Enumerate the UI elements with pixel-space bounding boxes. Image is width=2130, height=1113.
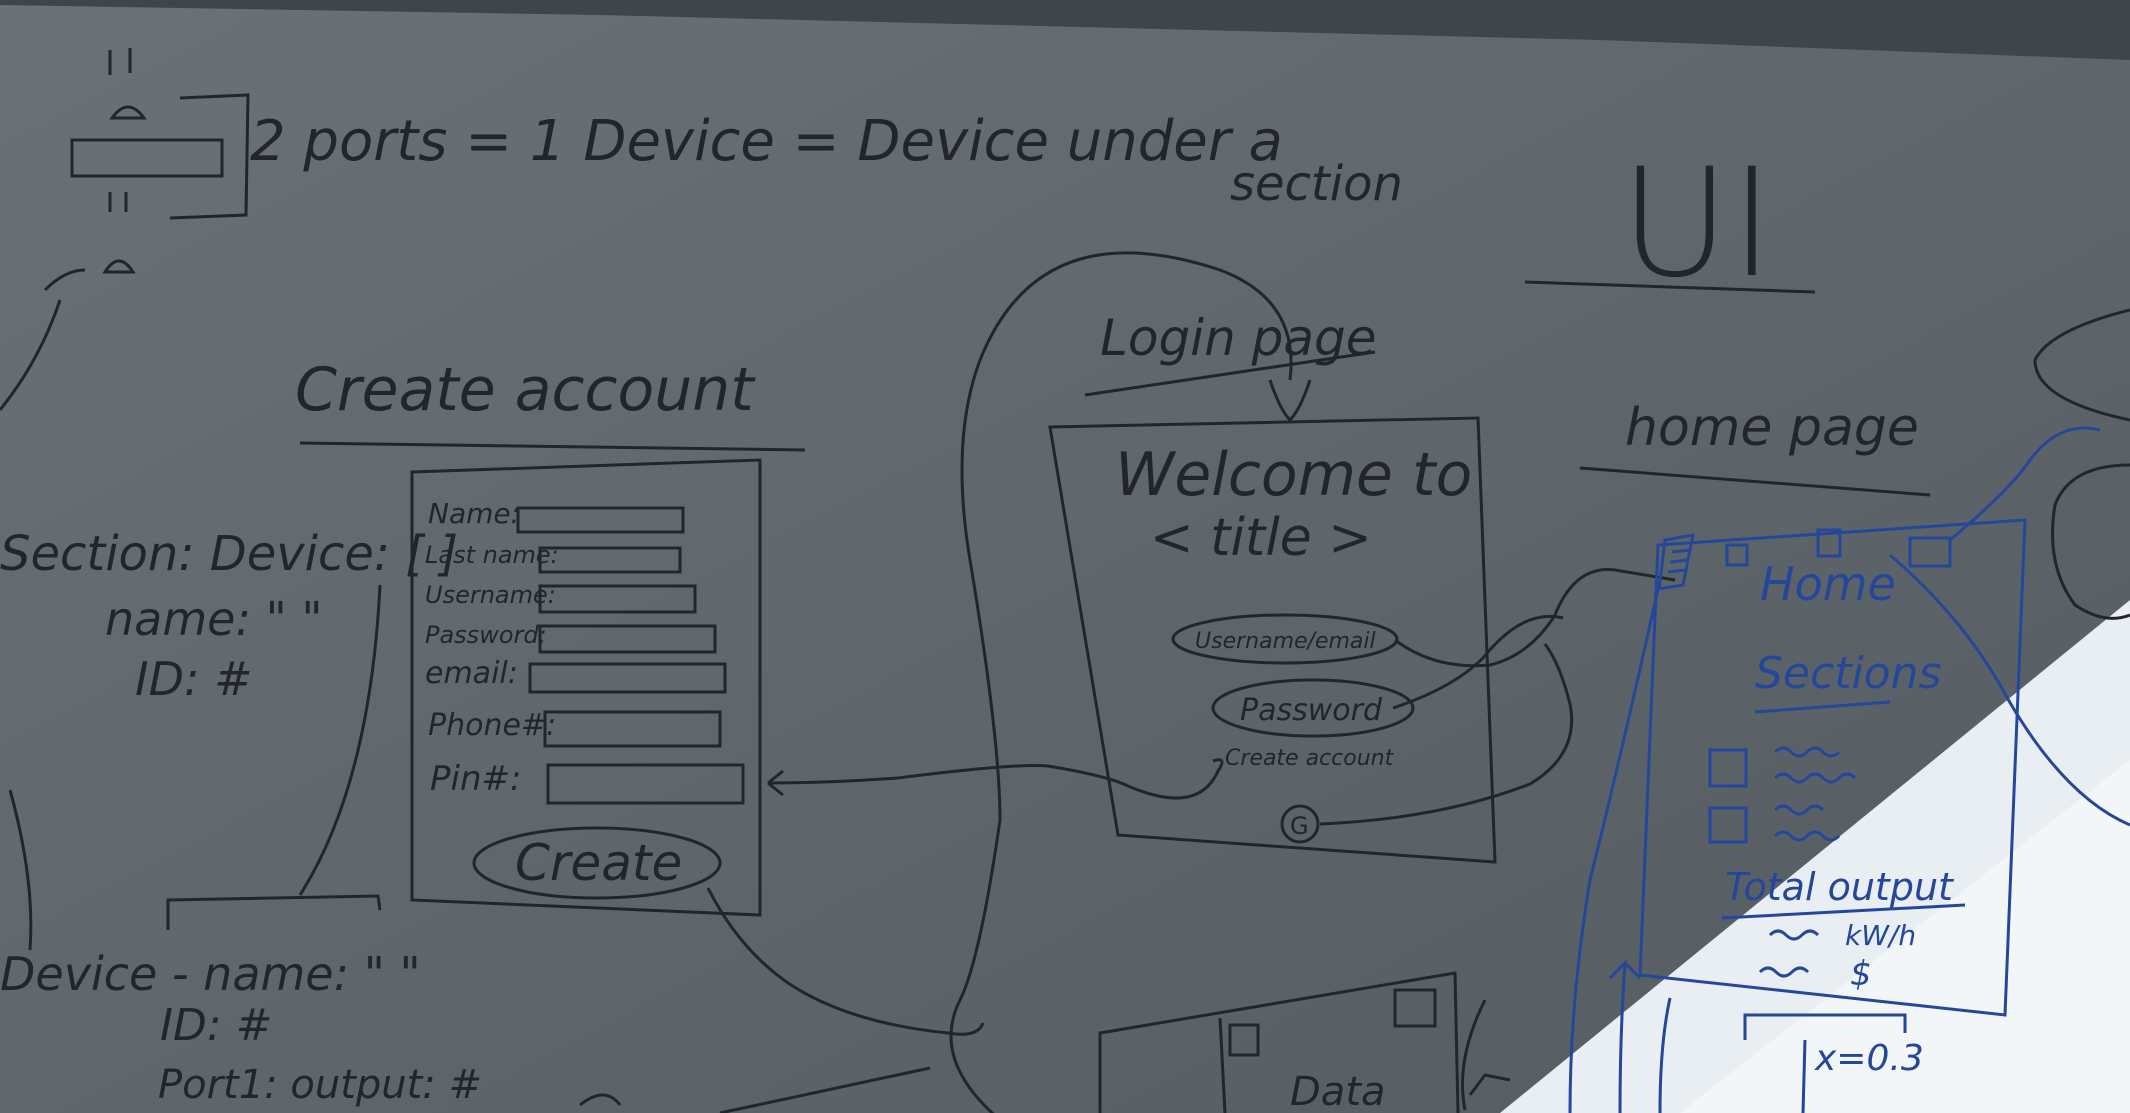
go-button-label: G bbox=[1290, 812, 1309, 840]
port-diagram bbox=[0, 48, 250, 411]
section-checkbox-1[interactable] bbox=[1708, 748, 1748, 788]
device-note-line3: Port1: output: # bbox=[158, 1062, 482, 1108]
section-note-line3: ID: # bbox=[135, 652, 253, 706]
total-output-label: Total output bbox=[1725, 865, 1955, 909]
pin-field[interactable] bbox=[546, 763, 745, 805]
username-input[interactable] bbox=[1171, 613, 1399, 665]
username-field[interactable] bbox=[538, 584, 697, 614]
section-note-line1: Section: Device: [ ] bbox=[0, 526, 458, 582]
field-label-username: Username: bbox=[425, 581, 556, 609]
x-note: x=0.3 bbox=[1814, 1038, 1924, 1079]
login-title-placeholder: < title > bbox=[1150, 508, 1372, 568]
create-button[interactable] bbox=[472, 826, 722, 900]
phone-field[interactable] bbox=[543, 710, 722, 748]
field-label-name: Name: bbox=[428, 497, 520, 530]
home-page-title: home page bbox=[1625, 398, 1919, 458]
login-welcome: Welcome to bbox=[1115, 440, 1472, 510]
name-field[interactable] bbox=[516, 506, 685, 534]
nav-icon-2[interactable] bbox=[1816, 528, 1842, 558]
kwh-label: kW/h bbox=[1845, 919, 1916, 952]
device-note-line1: Device - name: " " bbox=[0, 947, 421, 1001]
password-input[interactable] bbox=[1211, 678, 1415, 738]
field-label-email: email: bbox=[425, 656, 518, 691]
sections-label: Sections bbox=[1755, 648, 1941, 699]
go-button[interactable] bbox=[1280, 804, 1320, 844]
password-field[interactable] bbox=[538, 624, 717, 654]
create-button-label: Create bbox=[515, 834, 682, 892]
field-label-password: Password: bbox=[425, 621, 547, 649]
flow-arrows bbox=[706, 568, 1676, 1036]
login-frame bbox=[1048, 416, 1497, 864]
menu-icon[interactable] bbox=[1657, 533, 1695, 591]
field-label-lastname: Last name: bbox=[425, 541, 559, 569]
right-edge-sketches bbox=[2033, 308, 2130, 620]
bottom-screen-mockup bbox=[579, 971, 1511, 1113]
device-note-line2: ID: # bbox=[160, 1000, 273, 1051]
last-name-field[interactable] bbox=[538, 546, 682, 574]
top-note: 2 ports = 1 Device = Device under a bbox=[250, 109, 1283, 174]
home-page-mockup: home page Home Sections Total output kW/… bbox=[1568, 398, 2130, 1113]
email-field[interactable] bbox=[528, 662, 727, 694]
create-account-title: Create account bbox=[295, 355, 756, 425]
section-note-line2: name: " " bbox=[105, 592, 323, 646]
field-label-phone: Phone#: bbox=[428, 708, 556, 743]
password-input-label: Password bbox=[1240, 693, 1383, 728]
ui-title: UI bbox=[1620, 137, 1774, 311]
bottom-screen-label: Data bbox=[1290, 1069, 1386, 1113]
create-account-link[interactable]: Create account bbox=[1225, 746, 1395, 771]
top-note-line2: section bbox=[1230, 156, 1403, 212]
username-input-label: Username/email bbox=[1195, 629, 1376, 654]
nav-arrow-icon[interactable] bbox=[1908, 536, 1952, 568]
dollar-label: $ bbox=[1850, 954, 1872, 994]
home-frame bbox=[1638, 518, 2027, 1017]
create-account-frame bbox=[410, 458, 762, 917]
create-account-form: Name: Last name: Username: Password: ema… bbox=[425, 497, 745, 900]
section-checkbox-2[interactable] bbox=[1708, 806, 1748, 844]
home-heading: Home bbox=[1760, 557, 1896, 611]
nav-icon-1[interactable] bbox=[1725, 543, 1749, 567]
field-label-pin: Pin#: bbox=[430, 759, 521, 799]
